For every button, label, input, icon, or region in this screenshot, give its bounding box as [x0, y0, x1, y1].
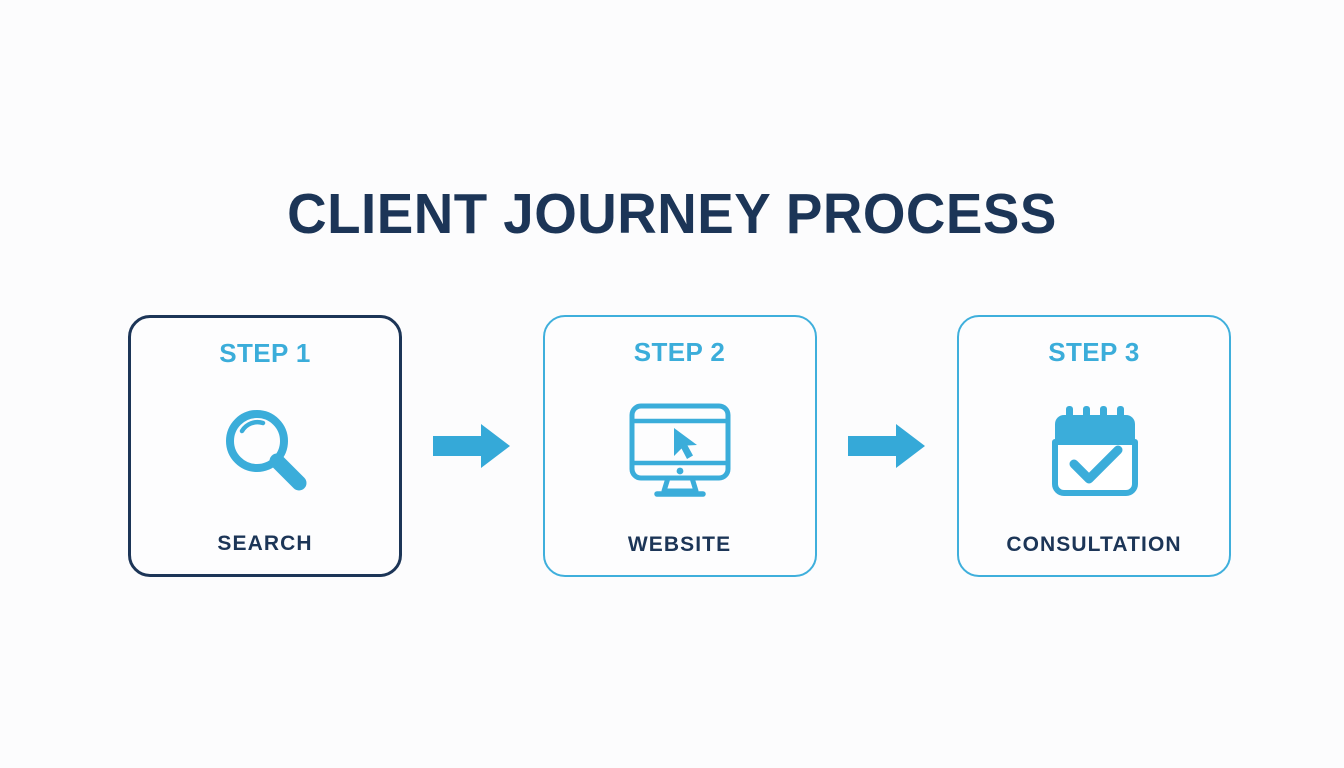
- step-number-label: STEP 2: [633, 337, 726, 367]
- page-title: CLIENT JOURNEY PROCESS: [287, 182, 1057, 247]
- step-name-label: WEBSITE: [627, 533, 732, 556]
- arrow-right-icon: [847, 423, 927, 469]
- step-name-label: SEARCH: [217, 532, 313, 555]
- magnifier-icon: [131, 366, 399, 533]
- calendar-check-icon: [959, 365, 1229, 534]
- step-card-website[interactable]: STEP 2 WEBSITE: [542, 315, 817, 577]
- monitor-cursor-icon: [545, 365, 815, 534]
- arrow-right-icon: [432, 423, 512, 469]
- step-card-search[interactable]: STEP 1 SEARCH: [128, 315, 402, 577]
- step-number-label: STEP 1: [219, 338, 311, 368]
- step-name-label: CONSULTATION: [1006, 533, 1182, 556]
- process-flow: STEP 1 SEARCH STEP 2: [128, 312, 1231, 580]
- step-card-consultation[interactable]: STEP 3 CONSULTATION: [957, 315, 1231, 577]
- step-number-label: STEP 3: [1048, 337, 1140, 367]
